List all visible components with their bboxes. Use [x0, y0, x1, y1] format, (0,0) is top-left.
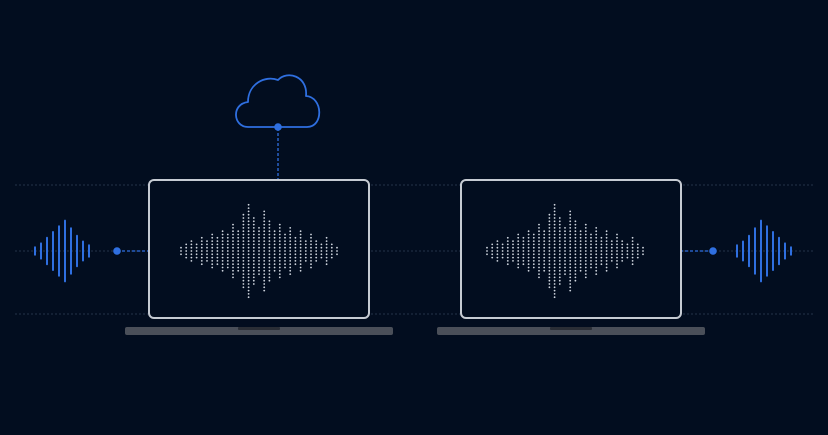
right-endpoint-dot — [709, 247, 717, 255]
waveform-bar — [532, 233, 535, 269]
right-laptop-base — [437, 327, 705, 335]
waveform-bar — [512, 240, 514, 262]
left-laptop-screen — [148, 179, 370, 319]
waveform-bar — [216, 236, 219, 266]
waveform-bar — [284, 233, 286, 269]
waveform-bar — [299, 230, 302, 272]
waveform-bar — [242, 213, 245, 289]
waveform-bar — [263, 210, 266, 292]
waveform-bar — [221, 230, 224, 272]
waveform-bar — [206, 240, 208, 262]
waveform-bar — [252, 217, 255, 285]
waveform-bar — [273, 230, 276, 272]
waveform-bar — [278, 223, 281, 279]
left-laptop-notch — [238, 327, 280, 330]
waveform-bar — [491, 243, 494, 259]
waveform-bar — [200, 236, 203, 266]
left-endpoint-dot — [113, 247, 121, 255]
waveform-bar — [564, 227, 566, 275]
right-laptop-notch — [550, 327, 592, 330]
waveform-bar — [595, 227, 598, 275]
waveform-bar — [211, 233, 214, 269]
waveform-bar — [522, 236, 525, 266]
waveform-bar — [336, 246, 338, 256]
waveform-bar — [289, 227, 292, 275]
waveform-bar — [574, 220, 577, 282]
waveform-bar — [237, 230, 240, 272]
waveform-bar — [185, 243, 188, 259]
waveform-bar — [605, 230, 608, 272]
waveform-bar — [616, 233, 618, 269]
waveform-bar — [548, 213, 551, 289]
waveform-bar — [195, 243, 198, 259]
waveform-bar — [558, 217, 561, 285]
left-laptop — [125, 179, 393, 335]
waveform-bar — [538, 223, 540, 279]
waveform-bar — [506, 236, 509, 266]
waveform-bar — [180, 246, 182, 256]
waveform-bar — [636, 243, 639, 259]
waveform-bar — [553, 203, 556, 299]
waveform-bar — [543, 230, 546, 272]
waveform-bar — [294, 236, 297, 266]
right-screen-waveform — [486, 203, 644, 299]
waveform-bar — [304, 240, 307, 262]
waveform-bar — [579, 230, 582, 272]
waveform-bar — [330, 243, 333, 259]
waveform-bar — [621, 240, 624, 262]
waveform-bar — [315, 240, 318, 262]
right-laptop — [437, 179, 705, 335]
left-screen-waveform — [180, 203, 338, 299]
waveform-bar — [527, 230, 530, 272]
waveform-bar — [610, 240, 613, 262]
waveform-bar — [600, 236, 603, 266]
waveform-bar — [486, 246, 488, 256]
waveform-bar — [226, 233, 229, 269]
waveform-bar — [590, 233, 592, 269]
waveform-bar — [325, 236, 328, 266]
waveform-bar — [232, 223, 234, 279]
waveform-bar — [310, 233, 312, 269]
waveform-bar — [258, 227, 260, 275]
waveform-bar — [320, 243, 323, 259]
waveform-bar — [584, 223, 587, 279]
right-laptop-screen — [460, 179, 682, 319]
cloud-node-dot — [274, 123, 282, 131]
waveform-bar — [268, 220, 271, 282]
waveform-bar — [190, 240, 193, 262]
waveform-bar — [247, 203, 250, 299]
waveform-bar — [626, 243, 629, 259]
waveform-bar — [501, 243, 504, 259]
waveform-bar — [496, 240, 499, 262]
waveform-bar — [569, 210, 572, 292]
sound-wave-icon — [34, 219, 90, 283]
waveform-bar — [631, 236, 634, 266]
waveform-bar — [517, 233, 520, 269]
left-laptop-base — [125, 327, 393, 335]
sound-wave-icon — [736, 219, 792, 283]
waveform-bar — [642, 246, 644, 256]
cloud-icon — [235, 74, 321, 128]
